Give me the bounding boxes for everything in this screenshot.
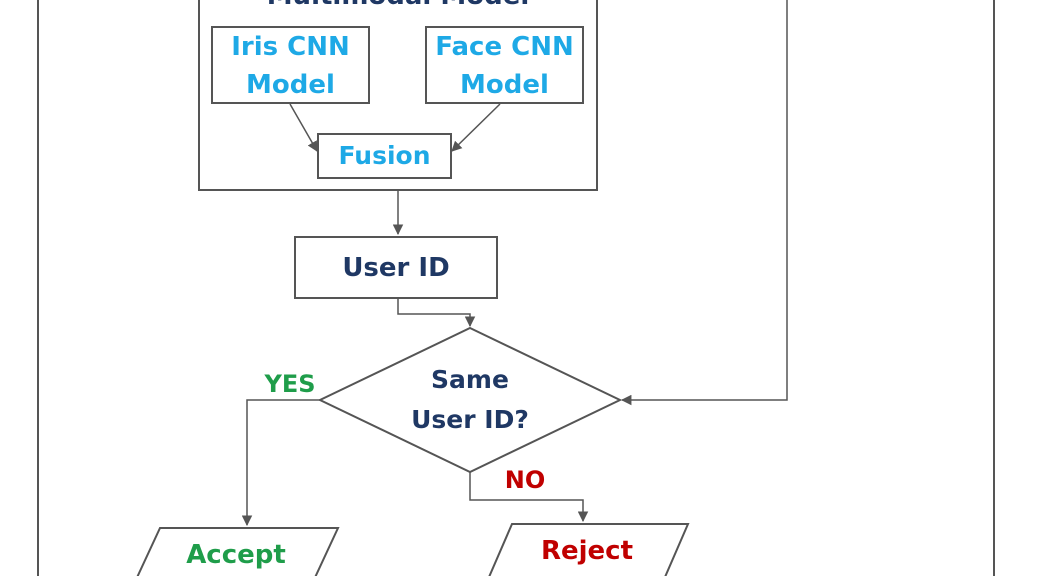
accept-label: Accept — [186, 540, 286, 570]
accept-parallelogram — [136, 527, 340, 576]
fusion-box — [317, 133, 452, 179]
outer-frame — [37, 0, 995, 576]
fusion-label: Fusion — [338, 141, 431, 170]
face-cnn-label-line2: Model — [460, 70, 549, 100]
reject-parallelogram — [488, 523, 690, 576]
iris-cnn-label-line2: Model — [246, 70, 335, 100]
iris-cnn-box — [211, 26, 370, 104]
userid-to-decision-arrow — [397, 298, 476, 328]
decision-label-line1: Same — [431, 365, 509, 394]
iris-cnn-label-line1: Iris CNN — [231, 32, 350, 62]
feedback-arrow — [620, 0, 788, 406]
no-path-arrow — [469, 472, 589, 523]
yes-label: YES — [264, 370, 316, 398]
yes-path-arrow — [241, 399, 320, 527]
face-cnn-box — [425, 26, 584, 104]
face-to-fusion-arrow — [451, 103, 501, 152]
multimodal-model-label: Multimodal Model — [199, 0, 597, 11]
face-cnn-label-line1: Face CNN — [435, 32, 574, 62]
reject-label: Reject — [540, 536, 634, 566]
user-id-label: User ID — [342, 253, 450, 283]
no-label: NO — [504, 466, 546, 494]
decision-label-line2: User ID? — [411, 405, 529, 434]
user-id-box — [294, 236, 498, 299]
iris-to-fusion-arrow — [289, 103, 318, 152]
